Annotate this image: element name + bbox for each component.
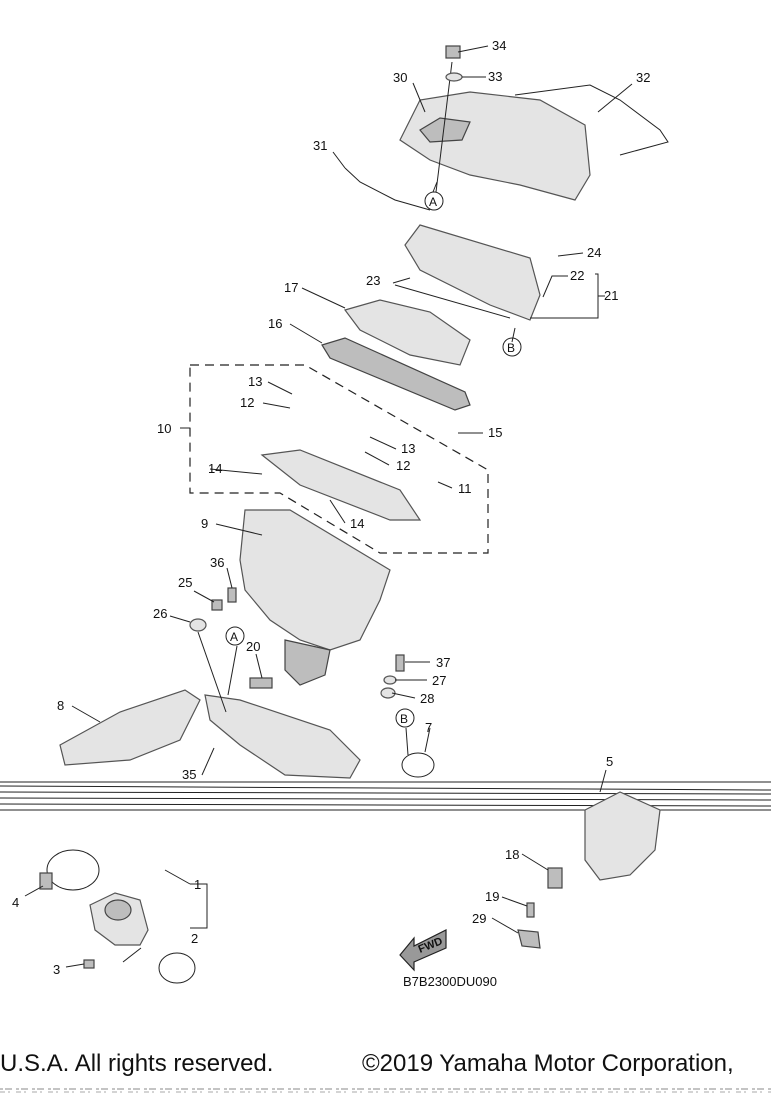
part-25-grommet [211, 599, 223, 611]
callout-2: 2 [191, 931, 198, 946]
part-2-o-ring [158, 952, 196, 984]
lower-base-plate [204, 694, 361, 779]
part-26-collar [189, 618, 207, 632]
part-33-washer [445, 72, 463, 82]
part-37-bolt [395, 654, 405, 672]
callout-12-right: 12 [396, 458, 410, 473]
callout-36: 36 [210, 555, 224, 570]
part-16-filter-element [321, 337, 471, 411]
part-28-collar [380, 687, 396, 699]
callout-1: 1 [194, 877, 201, 892]
part-18-bracket [547, 867, 563, 889]
part-7-o-ring [401, 752, 435, 778]
callout-21: 21 [604, 288, 618, 303]
svg-text:A: A [230, 630, 238, 644]
callout-19: 19 [485, 889, 499, 904]
hull-band [0, 781, 771, 811]
callout-5: 5 [606, 754, 613, 769]
callout-14-right: 14 [350, 516, 364, 531]
callout-18: 18 [505, 847, 519, 862]
callout-3: 3 [53, 962, 60, 977]
scan-noise-strip [0, 1088, 771, 1093]
callout-25: 25 [178, 575, 192, 590]
fwd-arrow-icon: FWD [399, 929, 447, 972]
part-20-clip [249, 677, 273, 689]
svg-text:B: B [507, 341, 515, 355]
callout-14-left: 14 [208, 461, 222, 476]
callout-23: 23 [366, 273, 380, 288]
diagram-code: B7B2300DU090 [403, 974, 497, 989]
callout-7: 7 [425, 720, 432, 735]
callout-33: 33 [488, 69, 502, 84]
ref-marker-b-bottom: B [395, 708, 415, 728]
part-30-cover-recess [419, 117, 471, 143]
group-10-outline [189, 364, 489, 554]
part-29-clip [517, 929, 541, 949]
callout-4: 4 [12, 895, 19, 910]
callout-24: 24 [587, 245, 601, 260]
callout-10: 10 [157, 421, 171, 436]
callout-30: 30 [393, 70, 407, 85]
footer-copyright-right: ©2019 Yamaha Motor Corporation, [362, 1050, 734, 1077]
part-30-top-cover [399, 91, 591, 201]
leader-lines [24, 45, 633, 968]
part-1-boot-opening [104, 899, 132, 921]
part-17-filter-frame [343, 299, 471, 366]
callout-15: 15 [488, 425, 502, 440]
callout-17: 17 [284, 280, 298, 295]
part-21-intake-panel [404, 224, 541, 321]
part-9-air-box [239, 509, 391, 651]
callout-22: 22 [570, 268, 584, 283]
part-31-cable [344, 167, 431, 211]
part-32-seal-strip [514, 84, 669, 156]
callout-37: 37 [436, 655, 450, 670]
part-19-screw [526, 902, 535, 918]
callout-29: 29 [472, 911, 486, 926]
part-23-seal [394, 284, 511, 319]
part-33-rod [435, 61, 453, 193]
part-34-bolt [445, 45, 461, 59]
svg-text:B: B [400, 712, 408, 726]
callout-34: 34 [492, 38, 506, 53]
callout-27: 27 [432, 673, 446, 688]
ref-marker-a-bottom: A [225, 626, 245, 646]
callout-12-left: 12 [240, 395, 254, 410]
ref-marker-b-top: B [502, 337, 522, 357]
callout-20: 20 [246, 639, 260, 654]
svg-text:A: A [429, 195, 437, 209]
part-14-grid-frame [260, 449, 422, 521]
footer-copyright-left: U.S.A. All rights reserved. [0, 1050, 274, 1077]
callout-13-right: 13 [401, 441, 415, 456]
callout-8: 8 [57, 698, 64, 713]
callout-35: 35 [182, 767, 196, 782]
callout-16: 16 [268, 316, 282, 331]
part-4-clamp [46, 849, 100, 891]
part-36-bolt [227, 587, 237, 603]
callout-13-left: 13 [248, 374, 262, 389]
part-27-washer [383, 675, 397, 685]
part-8-duct [59, 689, 201, 766]
callout-9: 9 [201, 516, 208, 531]
callout-26: 26 [153, 606, 167, 621]
callout-32: 32 [636, 70, 650, 85]
part-4-screw [39, 872, 53, 890]
callout-31: 31 [313, 138, 327, 153]
part-5-cover [584, 791, 661, 881]
ref-marker-a-top: A [424, 191, 444, 211]
callout-11: 11 [458, 481, 472, 496]
part-9-air-box-outlet [284, 639, 331, 686]
part-3-screw [83, 959, 95, 969]
callout-28: 28 [420, 691, 434, 706]
